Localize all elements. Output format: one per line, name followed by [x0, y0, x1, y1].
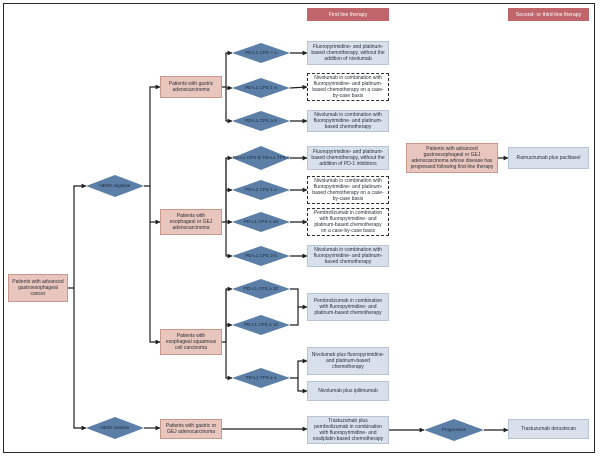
therapy-gastric-cps-lt1: Fluoropyrimidine- and platinum-based che… — [307, 41, 389, 65]
diamond-gastric-cps-ge5: PD-L1 CPS ≥ 5 — [232, 111, 290, 131]
therapy-squamous-nivolumab-chemo: Nivolumab plus fluoropyrimidine- and pla… — [307, 347, 389, 375]
diamond-gastric-cps-1-4: PD-L1 CPS 1-4 — [232, 78, 290, 98]
diamond-her2-positive: HER2 positive — [86, 417, 144, 439]
diamond-squamous-cps-ge10-b: PD-L1 CPS ≥ 10 — [232, 315, 290, 335]
therapy-esophageal-cps-1-10: Pembrolizumab in combination with fluoro… — [307, 208, 389, 236]
therapy-her2-positive: Trastuzumab plus pembrolizumab in combin… — [307, 416, 389, 444]
diamond-squamous-cps-ge10-a: PD-L1 CPS ≥ 10 — [232, 279, 290, 299]
diamond-squamous-tps-ge1: PD-L1 TPS ≥ 1 — [232, 368, 290, 388]
therapy-squamous-pembrolizumab: Pembrolizumab in combination with fluoro… — [307, 293, 389, 321]
therapy-gastric-cps-ge5: Nivolumab in combination with fluoropyri… — [307, 110, 389, 132]
diamond-esophageal-cps-lt1: PD-L1 CPS 0/ PD-L1 TPS 0 — [232, 146, 290, 170]
therapy-esophageal-cps-ge5: Nivolumab in combination with fluoropyri… — [307, 245, 389, 267]
node-progressed-patients: Patients with advanced gastroesophageal … — [406, 143, 498, 173]
second-line-her2-positive: Trastuzumab deruxtecan — [508, 419, 589, 439]
diamond-her2-negative: HER2 negative — [86, 175, 144, 197]
node-gastric: Patients with gastric adenocarcinoma — [160, 76, 222, 98]
node-her2-positive-patients: Patients with gastric or GEJ adenocarcin… — [160, 419, 222, 439]
diamond-esophageal-cps-ge5: PD-L1 CPS ≥ 5 — [232, 246, 290, 266]
therapy-esophageal-cps-lt1: Fluoropyrimidine- and platinum-based che… — [307, 146, 389, 170]
header-second-line: Second- or third-line therapy — [508, 8, 589, 21]
diamond-gastric-cps-lt1: PD-L1 CPS < 1 — [232, 43, 290, 63]
diamond-progression: Progression — [424, 419, 484, 441]
diamond-esophageal-cps-1-10: PD-L1 CPS 1-10 — [232, 212, 290, 232]
diagram-frame — [3, 3, 595, 453]
node-squamous: Patients with esophageal squamous cell c… — [160, 329, 222, 355]
header-first-line: First line therapy — [307, 8, 389, 21]
second-line-her2-negative: Ramucirumab plus paclitaxel — [508, 147, 589, 169]
therapy-esophageal-cps-1-4: Nivolumab in combination with fluoropyri… — [307, 176, 389, 204]
therapy-squamous-nivolumab-ipilimumab: Nivolumab plus ipilimumab — [307, 381, 389, 401]
node-patients-advanced: Patients with advanced gastroesophageal … — [8, 274, 68, 302]
diamond-esophageal-cps-1-4: PD-L1 CPS 1-4 — [232, 180, 290, 200]
therapy-gastric-cps-1-4: Nivolumab in combination with fluoropyri… — [307, 73, 389, 101]
node-esophageal: Patients with esophageal or GEJ adenocar… — [160, 209, 222, 235]
